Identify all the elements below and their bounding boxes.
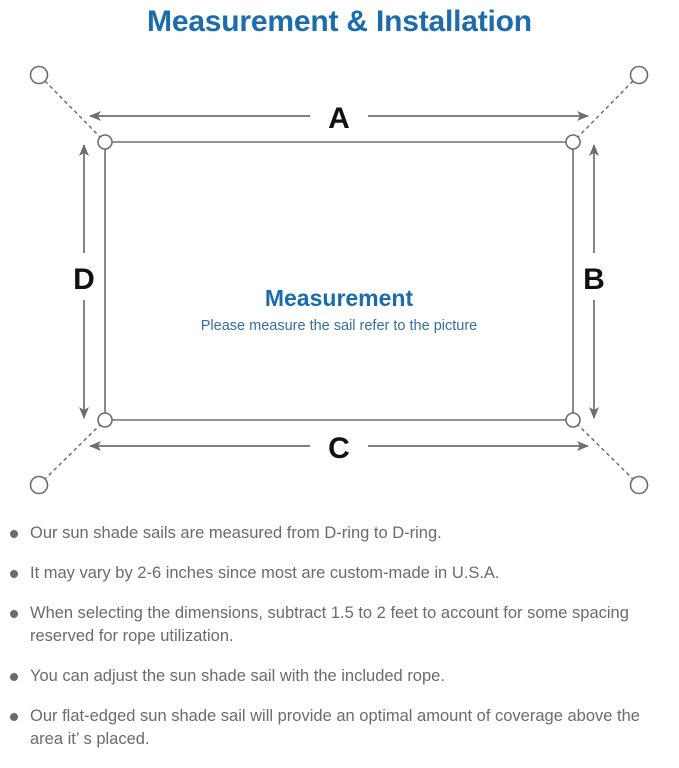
page-title: Measurement & Installation <box>147 5 532 38</box>
list-item-text: It may vary by 2-6 inches since most are… <box>30 564 500 582</box>
sun-shade-sail-measurement-diagram: A C D B Measurement Please measure the s… <box>0 48 679 518</box>
d-ring-top-left-icon <box>97 134 113 150</box>
rope-top-right <box>576 80 634 139</box>
bullet-icon <box>10 530 18 538</box>
rope-bottom-right <box>576 423 634 480</box>
list-item-text: Our flat-edged sun shade sail will provi… <box>30 707 640 748</box>
list-item-text: Our sun shade sails are measured from D-… <box>30 524 442 542</box>
dimension-label-d: D <box>73 263 95 296</box>
list-item: You can adjust the sun shade sail with t… <box>0 665 679 688</box>
list-item: It may vary by 2-6 inches since most are… <box>0 562 679 585</box>
list-item: Our sun shade sails are measured from D-… <box>0 522 679 545</box>
bullet-icon <box>10 713 18 721</box>
bullet-icon <box>10 610 18 618</box>
anchor-bottom-right-icon <box>629 475 649 495</box>
diagram-svg: A C D B <box>29 65 649 495</box>
bullet-icon <box>10 673 18 681</box>
anchor-top-right-icon <box>629 65 649 85</box>
dimension-label-c: C <box>328 432 350 465</box>
anchor-top-left-icon <box>29 65 49 85</box>
list-item: Our flat-edged sun shade sail will provi… <box>0 705 679 751</box>
d-ring-bottom-left-icon <box>97 412 113 428</box>
d-ring-top-right-icon <box>565 134 581 150</box>
rope-bottom-left <box>44 423 102 480</box>
list-item: When selecting the dimensions, subtract … <box>0 602 679 648</box>
d-ring-bottom-right-icon <box>565 412 581 428</box>
list-item-text: You can adjust the sun shade sail with t… <box>30 667 445 685</box>
notes-list: Our sun shade sails are measured from D-… <box>0 522 679 768</box>
dimension-label-a: A <box>328 102 350 135</box>
shade-sail-outline <box>104 141 574 421</box>
list-item-text: When selecting the dimensions, subtract … <box>30 604 629 645</box>
anchor-bottom-left-icon <box>29 475 49 495</box>
bullet-icon <box>10 570 18 578</box>
rope-top-left <box>44 80 102 139</box>
dimension-label-b: B <box>583 263 605 296</box>
